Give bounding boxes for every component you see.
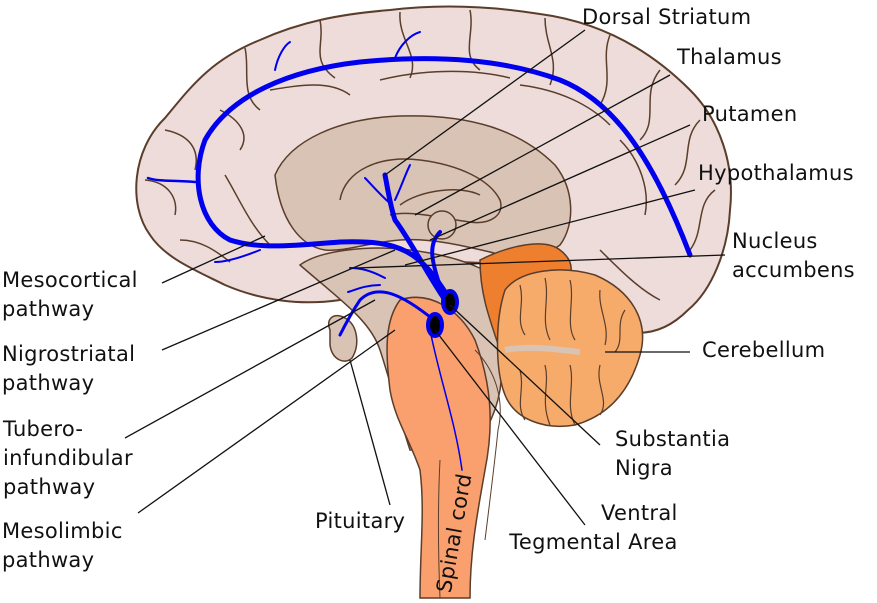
nigrostriatal-fiber (382, 172, 448, 303)
leader-lines (124, 29, 726, 526)
cerebellum-structure (496, 269, 644, 427)
vta-nucleus (426, 312, 444, 338)
label-dorsal-striatum: Dorsal Striatum (582, 5, 752, 29)
tuberoinfundibular-fiber (338, 290, 442, 337)
gyri (144, 9, 716, 301)
brainstem (386, 296, 491, 599)
label-hypothalamus: Hypothalamus (698, 161, 854, 185)
label-putamen: Putamen (702, 102, 798, 126)
pituitary-structure (328, 314, 358, 362)
label-pituitary: Pituitary (315, 509, 406, 533)
mesocortical-fiber (195, 56, 693, 303)
mesolimbic-fiber (430, 230, 447, 302)
label-thalamus: Thalamus (677, 45, 782, 69)
label-cerebellum: Cerebellum (702, 338, 826, 362)
dopamine-pathways (146, 31, 693, 471)
